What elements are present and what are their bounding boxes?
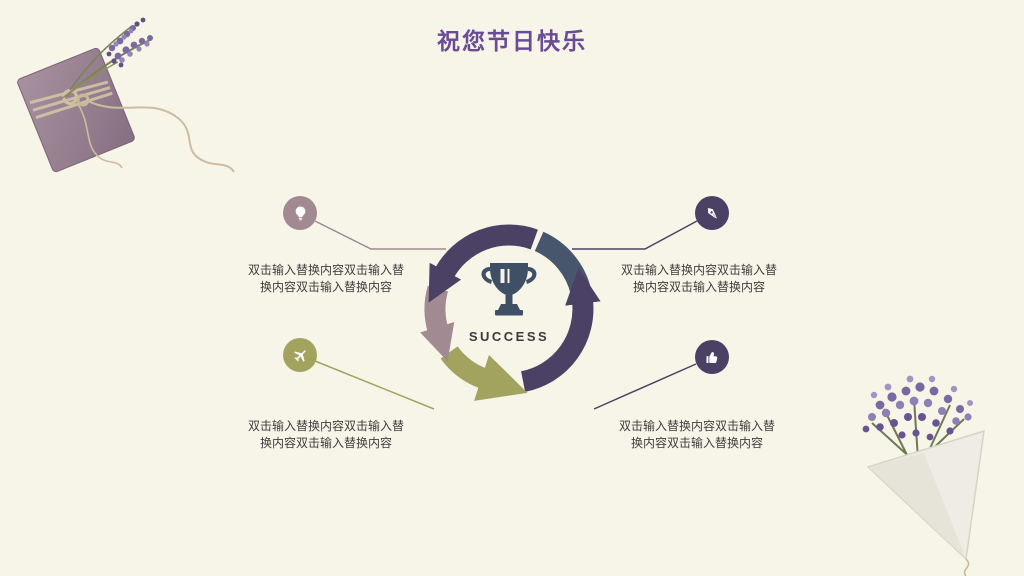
node-plane [283,338,317,372]
success-label: SUCCESS [469,329,549,344]
lavender-bouquet-decoration [862,375,985,576]
placeholder-text-top-left[interactable]: 双击输入替换内容双击输入替换内容双击输入替换内容 [247,263,404,294]
thumbs-up-icon [705,351,717,363]
lightbulb-icon [295,206,305,220]
lavender-gift-tag-decoration [17,17,235,173]
ring-arrow-olive [440,345,528,401]
plane-icon [293,349,306,362]
slide-title: 祝您节日快乐 [437,28,587,54]
connector-bottom-left [314,360,435,410]
placeholder-text-bottom-right[interactable]: 双击输入替换内容双击输入替换内容双击输入替换内容 [618,419,775,450]
node-thumbs-up [695,340,729,374]
connector-top-right [572,220,698,250]
placeholder-text-top-right[interactable]: 双击输入替换内容双击输入替换内容双击输入替换内容 [620,263,777,294]
connector-lines [314,220,698,410]
cycle-ring [420,224,601,401]
connector-top-left [314,220,446,250]
bouquet-stems [871,398,965,462]
pen-nib-icon [707,207,717,219]
node-pen [695,196,729,230]
connector-bottom-right [593,363,697,410]
bouquet-flowers [862,375,973,441]
lavender-sprig [59,17,153,101]
trophy-icon [481,263,537,316]
gift-tag [17,47,135,173]
ring-arrow-top-purple [428,224,538,303]
placeholder-text-bottom-left[interactable]: 双击输入替换内容双击输入替换内容双击输入替换内容 [247,419,404,450]
node-idea [283,196,317,230]
ring-arrow-right-purple [520,268,601,392]
ring-arrow-mauve [420,285,455,362]
paper-cone [866,429,985,576]
